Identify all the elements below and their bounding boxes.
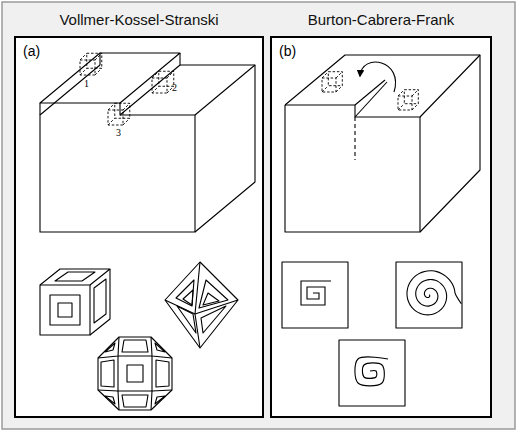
round-spiral xyxy=(407,271,461,315)
panel-box: Vollmer-Kossel-Stranski(a) xyxy=(14,36,264,418)
frame xyxy=(2,2,515,429)
panel-tag: (b) xyxy=(279,43,296,59)
terrace-step xyxy=(40,53,255,232)
square-spiral xyxy=(301,281,331,305)
rounded-spiral xyxy=(355,357,388,386)
growth-unit-cube xyxy=(80,53,102,75)
panel-box: Burton-Cabrera-Frank(b) xyxy=(270,36,492,418)
panel-ground xyxy=(270,36,492,418)
crystal-shapes xyxy=(40,55,480,410)
panel-title: Vollmer-Kossel-Stranski xyxy=(0,11,282,28)
panel-tag: (a) xyxy=(23,43,40,59)
callout-number: 3 xyxy=(116,128,121,138)
panel-title: Burton-Cabrera-Frank xyxy=(252,11,510,28)
panel-ground xyxy=(14,36,264,418)
growth-unit-cube xyxy=(108,103,130,125)
callout-number: 1 xyxy=(84,79,89,89)
growth-unit-cube xyxy=(152,71,174,93)
callout-number: 2 xyxy=(172,83,177,93)
growth-unit-cube xyxy=(398,90,418,110)
growth-unit-cube xyxy=(322,72,342,92)
